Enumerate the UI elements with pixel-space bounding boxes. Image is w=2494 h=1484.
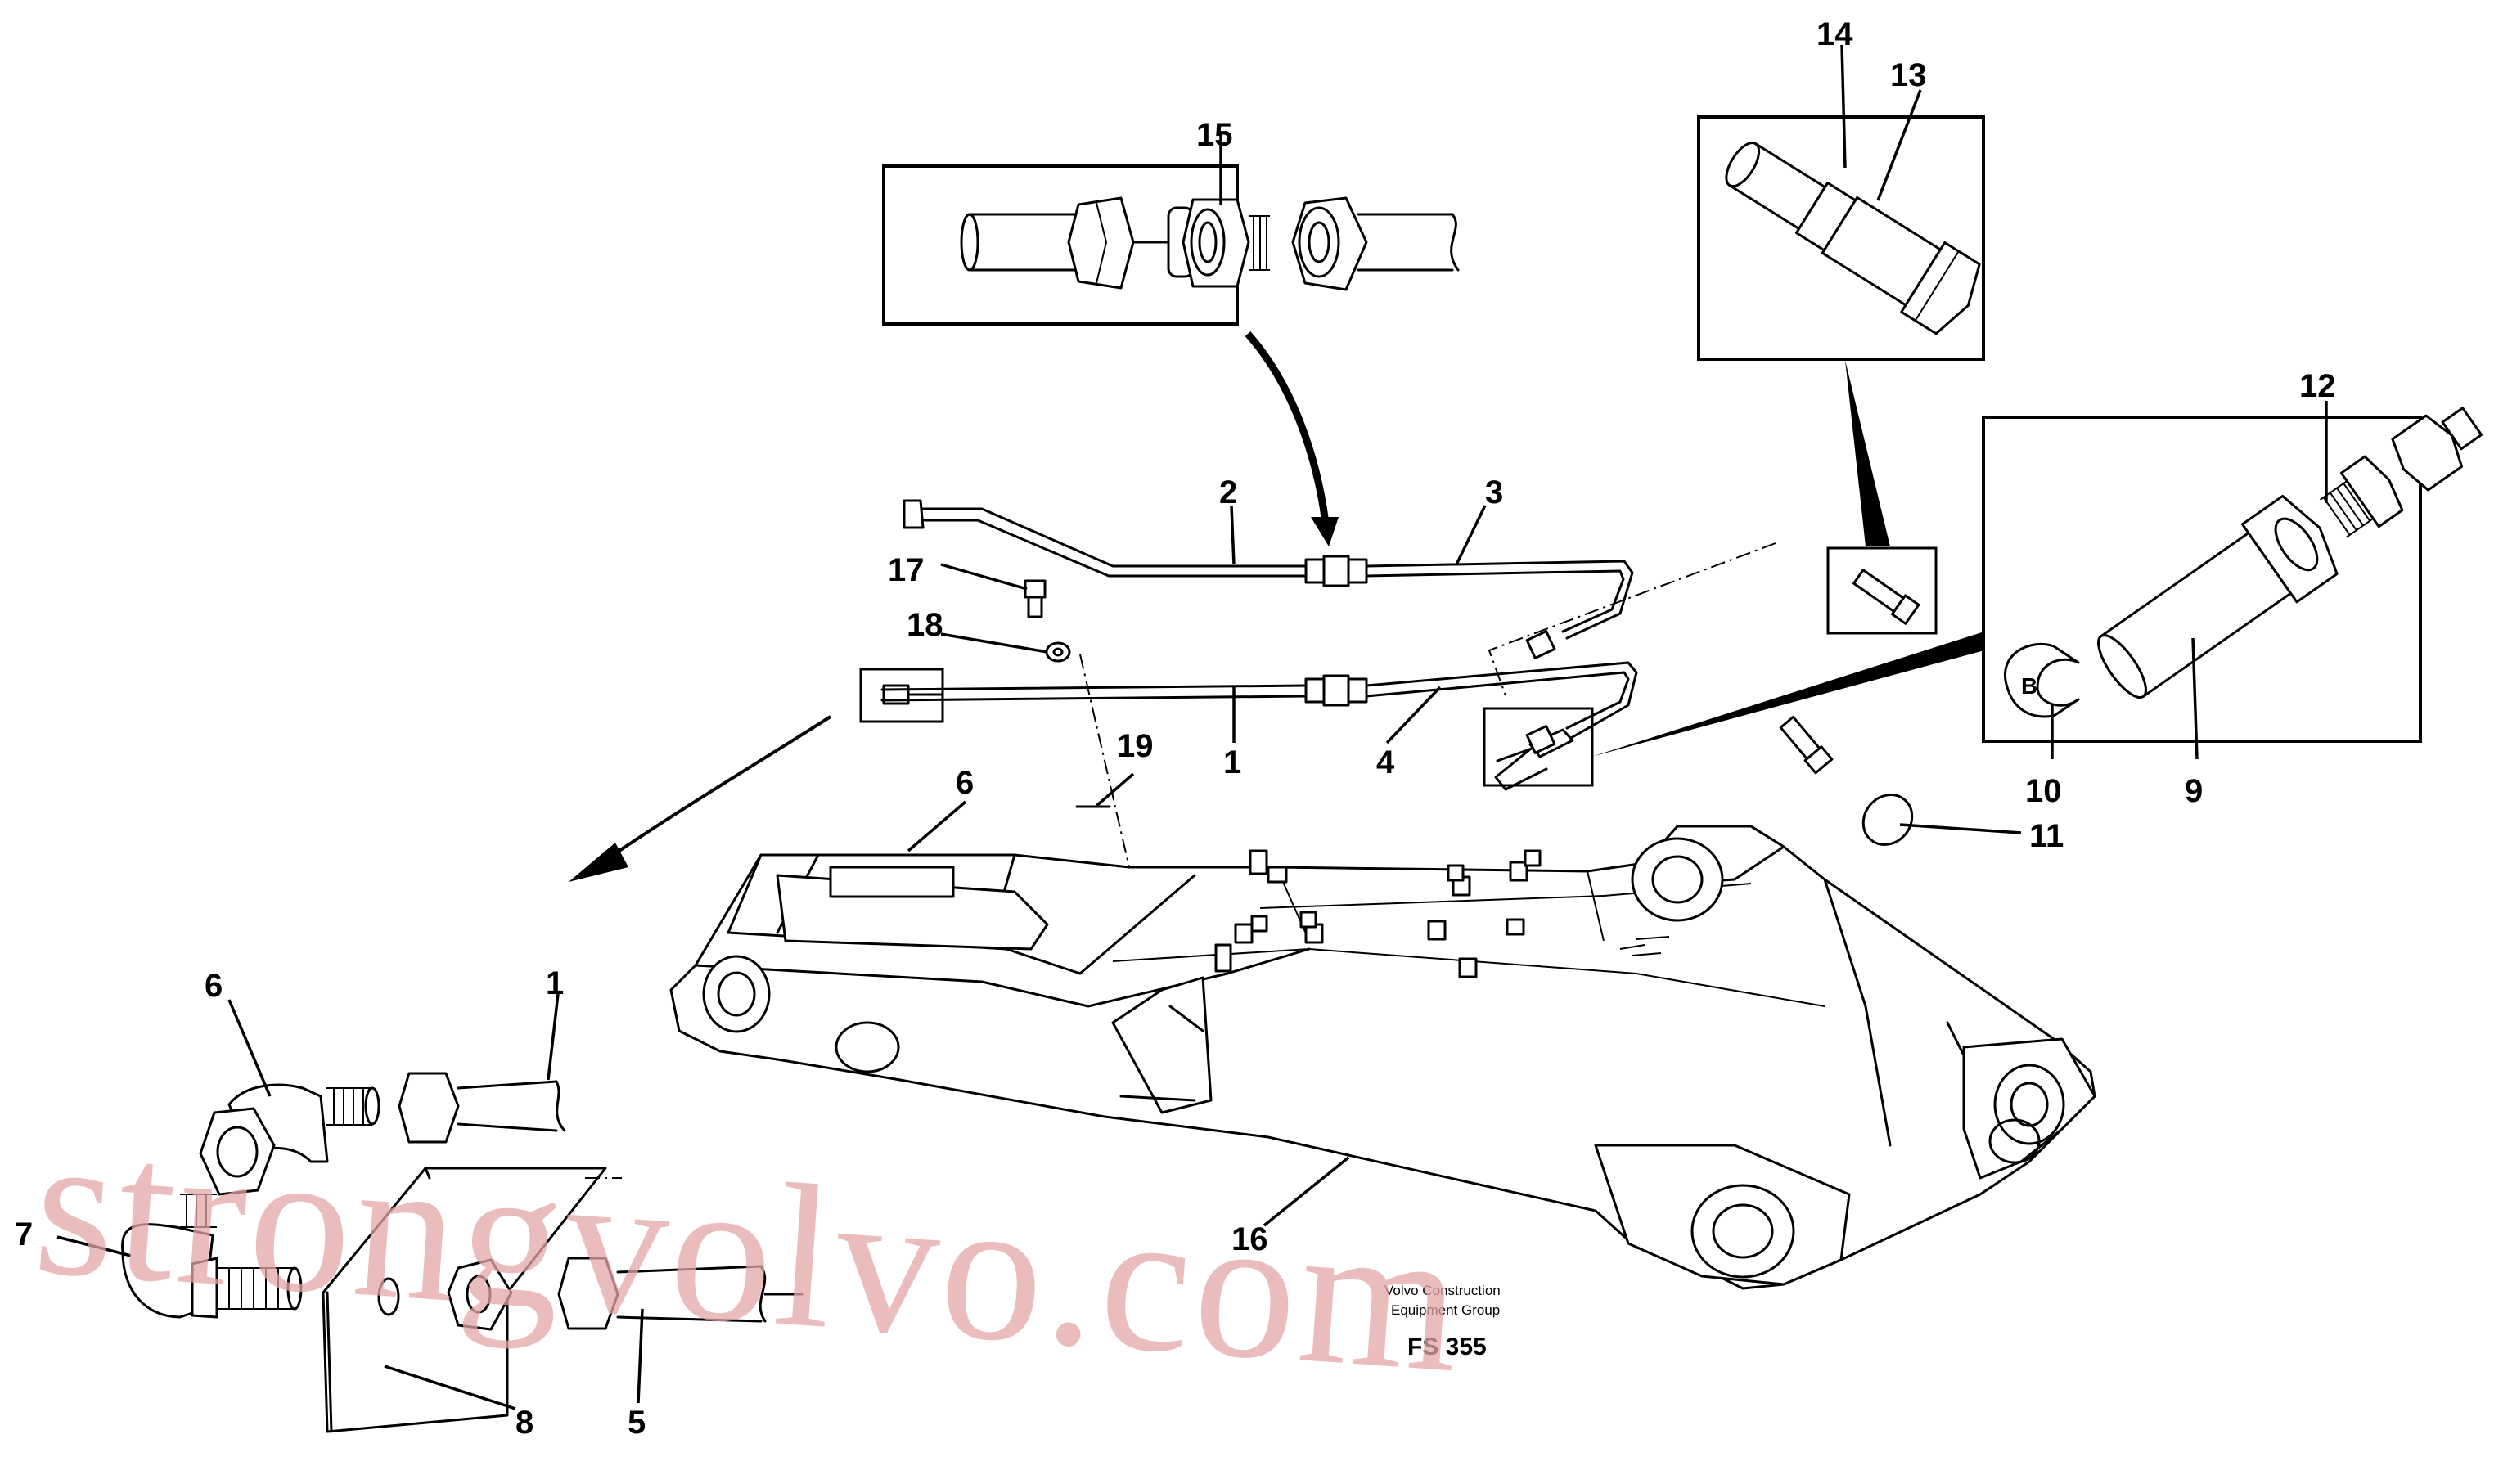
callout-15: 15 — [1196, 117, 1233, 153]
credit-line-1: Volvo Construction — [1384, 1283, 1501, 1298]
watermark: strongvolvo.com — [28, 1090, 1470, 1415]
arrow-to-fittings — [608, 715, 832, 859]
callout-18: 18 — [907, 607, 943, 643]
boom — [669, 542, 2096, 1290]
callout-17: 17 — [888, 552, 925, 588]
detail-box-cylinder: B — [1982, 407, 2483, 743]
credit-block: Volvo Construction Equipment Group FS 35… — [1384, 1283, 1501, 1360]
wedge-cylinder-box — [1591, 632, 1984, 757]
callout-6: 6 — [956, 765, 974, 801]
callout-1: 1 — [1223, 744, 1241, 780]
pipe-assembly — [880, 499, 1638, 791]
arrow-fittings-head — [569, 843, 628, 882]
callout-9: 9 — [2185, 773, 2203, 809]
elbow-fitting-lower — [121, 1194, 303, 1319]
callout-2: 2 — [1219, 474, 1237, 510]
figure-code: FS 355 — [1407, 1333, 1487, 1360]
detail-box-coupling — [882, 164, 1460, 326]
svg-text:B: B — [2021, 673, 2037, 699]
bulkhead-nut — [447, 1258, 513, 1331]
callout-5: 5 — [628, 1405, 646, 1441]
callout-7: 7 — [15, 1216, 33, 1252]
callout-10: 10 — [2025, 773, 2062, 809]
washer — [1045, 641, 1071, 663]
callout-19: 19 — [1117, 728, 1154, 764]
callout-13: 13 — [1890, 57, 1927, 93]
callout-numbers: 15 14 13 12 10 9 11 2 3 17 18 1 4 19 6 1… — [15, 16, 2336, 1441]
leader-lines — [56, 44, 2328, 1410]
wedge-pin-box — [1845, 360, 1890, 546]
arrow-coupling-to-pipe — [1245, 331, 1330, 524]
detail-box-pin — [1697, 115, 1985, 361]
o-ring — [1861, 794, 1914, 846]
callout-12: 12 — [2299, 368, 2336, 404]
loose-fitting — [1779, 715, 1834, 775]
callout-3: 3 — [1485, 474, 1503, 510]
detail-box-small-left — [859, 668, 944, 723]
callout-1b: 1 — [546, 965, 564, 1001]
callout-8: 8 — [515, 1405, 533, 1441]
callout-4: 4 — [1376, 744, 1395, 780]
credit-line-2: Equipment Group — [1391, 1302, 1500, 1318]
arrow-coupling-head — [1311, 517, 1339, 546]
tube-nut-lower — [557, 1257, 804, 1330]
callout-11: 11 — [2029, 818, 2064, 854]
callout-6b: 6 — [205, 968, 223, 1004]
detail-box-small-right — [1826, 546, 1938, 635]
tube-nut-upper — [398, 1072, 566, 1144]
screw — [1024, 579, 1047, 618]
callout-14: 14 — [1816, 16, 1853, 52]
callout-16: 16 — [1231, 1221, 1268, 1257]
elbow-fitting-upper — [199, 1083, 380, 1196]
